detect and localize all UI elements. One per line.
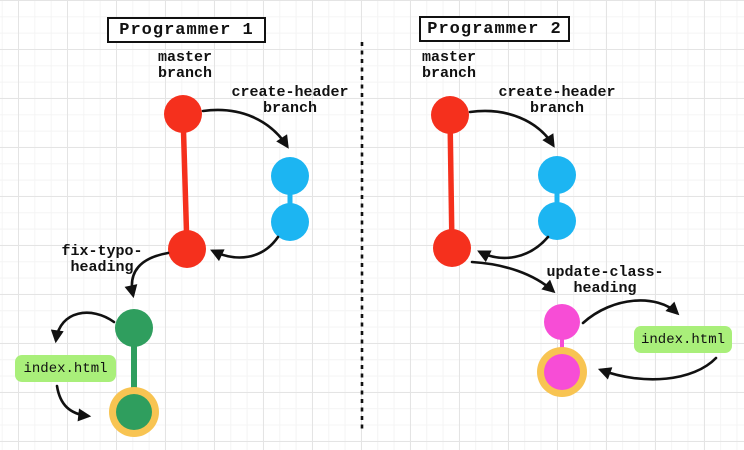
arrow-master-to-feature-1 bbox=[201, 108, 289, 149]
arrow-commit-to-file-1 bbox=[50, 311, 116, 344]
index-html-tag-1: index.html bbox=[15, 355, 116, 382]
commit-node-feature-bottom-2 bbox=[538, 202, 576, 240]
index-html-tag-2: index.html bbox=[634, 326, 732, 353]
commit-node-update-top-2 bbox=[544, 304, 580, 340]
commit-node-master-merge-1 bbox=[168, 230, 206, 268]
panel1-title: Programmer 1 bbox=[107, 17, 266, 43]
master-branch-line-2 bbox=[447, 114, 455, 249]
create-header-branch-label-1: create-header branch bbox=[231, 84, 349, 117]
commit-node-feature-top-1 bbox=[271, 157, 309, 195]
commit-node-fix-bottom-1 bbox=[116, 394, 152, 430]
master-branch-line-1 bbox=[180, 113, 190, 250]
fix-typo-heading-label: fix-typo- heading bbox=[61, 243, 143, 276]
commit-node-master-top-1 bbox=[164, 95, 202, 133]
arrow-master-to-fix-1 bbox=[124, 251, 170, 299]
arrow-commit-to-file-2 bbox=[581, 299, 680, 325]
commit-node-update-bottom-2 bbox=[544, 354, 580, 390]
commit-node-feature-top-2 bbox=[538, 156, 576, 194]
master-branch-label-1: master branch bbox=[158, 49, 213, 82]
panel2-title: Programmer 2 bbox=[419, 16, 570, 42]
commit-node-master-top-2 bbox=[431, 96, 469, 134]
commit-node-master-merge-2 bbox=[433, 229, 471, 267]
master-branch-label-2: master branch bbox=[422, 49, 477, 82]
update-class-heading-label: update-class- heading bbox=[546, 264, 664, 297]
arrow-file-to-commit-2 bbox=[597, 356, 718, 381]
arrow-master-to-feature-2 bbox=[468, 109, 555, 148]
arrow-feature-to-master-1 bbox=[210, 235, 280, 262]
arrow-master-to-update-2 bbox=[470, 260, 556, 294]
arrow-feature-to-master-2 bbox=[477, 235, 550, 263]
arrow-file-to-commit-1 bbox=[55, 384, 92, 422]
commit-node-feature-bottom-1 bbox=[271, 203, 309, 241]
create-header-branch-label-2: create-header branch bbox=[498, 84, 616, 117]
commit-node-fix-top-1 bbox=[115, 309, 153, 347]
